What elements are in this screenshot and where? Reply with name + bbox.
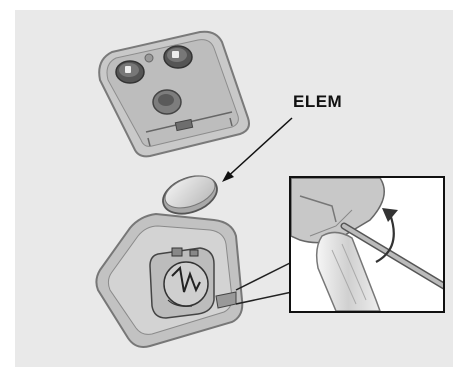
keypad-center-button (153, 90, 181, 114)
coin-battery (158, 169, 222, 220)
keypad-left-button (116, 61, 144, 83)
zoom-connector-top (236, 262, 292, 290)
remote-base (96, 214, 242, 347)
zoom-connector-bottom (236, 292, 292, 304)
detail-inset (290, 177, 444, 312)
callout-label: ELEM (293, 92, 342, 112)
remote-keypad (99, 32, 249, 157)
keypad-right-button (164, 46, 192, 68)
